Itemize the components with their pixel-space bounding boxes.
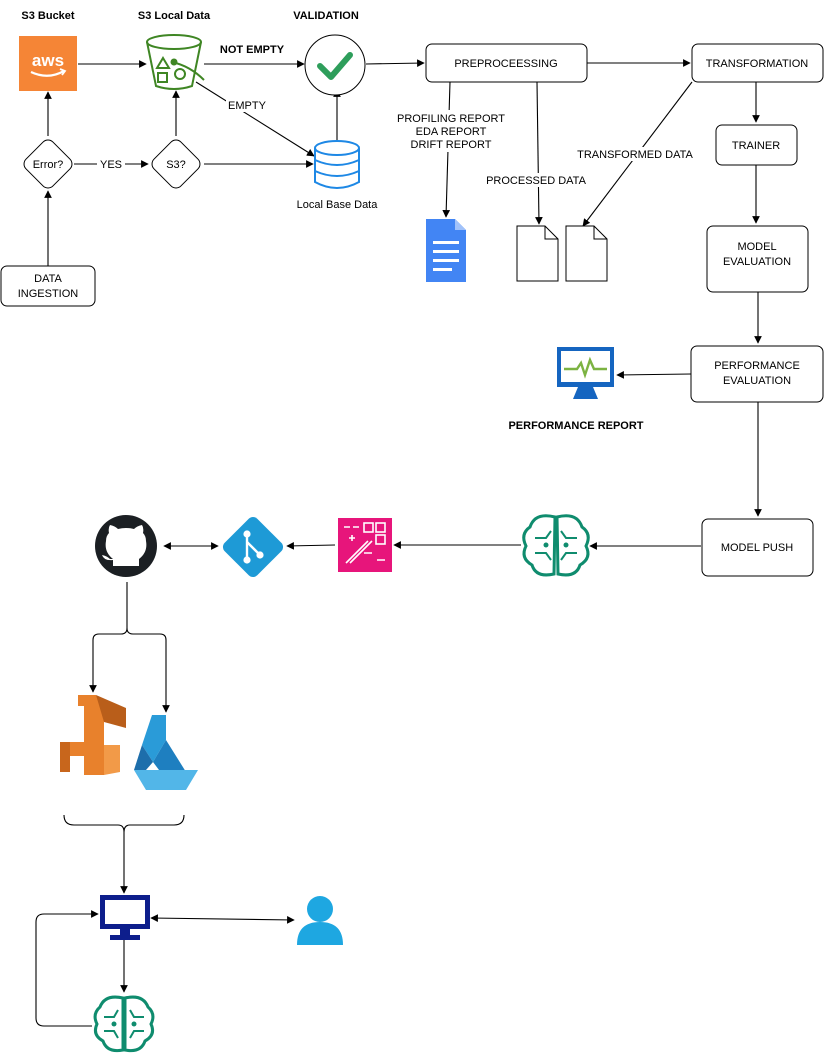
performance-monitor-icon[interactable]	[557, 347, 614, 399]
performance-report-label: PERFORMANCE REPORT	[508, 420, 643, 432]
brace-deploy-targets	[63, 814, 185, 833]
label-bg-reports	[395, 110, 505, 152]
aws-icon[interactable]: aws	[19, 36, 77, 91]
label-yes: YES	[100, 159, 122, 171]
node-model-push[interactable]: MODEL PUSH	[701, 518, 814, 577]
header-validation: VALIDATION	[293, 10, 359, 22]
edge-s3-empty-to-localdb	[195, 81, 315, 157]
edge-github-to-azureml	[126, 627, 170, 713]
node-data-ingestion[interactable]: DATA INGESTION	[0, 265, 96, 307]
node-trainer[interactable]: TRAINER	[715, 124, 798, 166]
label-processed-data: PROCESSED DATA	[486, 175, 586, 187]
label-bg-empty	[226, 98, 268, 112]
ml-brain-icon[interactable]	[522, 514, 590, 577]
data-ingestion-line-1: DATA	[34, 273, 62, 285]
node-preprocessing[interactable]: PREPROCEESSING	[425, 43, 588, 83]
processed-data-file-icon[interactable]	[516, 225, 559, 282]
transformed-data-file-icon[interactable]	[565, 225, 608, 282]
ml-brain-serving-icon[interactable]	[93, 995, 155, 1053]
magic-wand-icon[interactable]	[338, 518, 392, 572]
edge-ml-loop-to-pc	[35, 910, 99, 1027]
label-empty: EMPTY	[228, 100, 267, 112]
local-base-data-label: Local Base Data	[297, 199, 379, 211]
user-icon[interactable]	[297, 896, 343, 945]
aws-lambda-icon[interactable]	[60, 695, 126, 775]
azure-ml-icon[interactable]	[134, 715, 198, 790]
model-push-label: MODEL PUSH	[721, 542, 793, 554]
preprocessing-label: PREPROCEESSING	[454, 58, 557, 70]
node-model-evaluation[interactable]: MODEL EVALUATION	[706, 225, 809, 293]
s3-bucket-icon[interactable]	[146, 34, 205, 90]
edge-preprocessing-to-processed-data	[535, 81, 543, 225]
label-profiling-report: PROFILING REPORT	[397, 113, 505, 125]
edge-wizard-to-git	[286, 542, 336, 550]
report-document-icon[interactable]	[426, 219, 466, 282]
label-bg-processed	[484, 173, 588, 187]
label-eda-report: EDA REPORT	[416, 126, 487, 138]
node-transformation[interactable]: TRANSFORMATION	[691, 43, 824, 83]
header-s3-bucket: S3 Bucket	[21, 10, 75, 22]
local-database-icon[interactable]	[314, 140, 360, 189]
validation-check-icon[interactable]	[304, 34, 366, 96]
node-performance-evaluation[interactable]: PERFORMANCE EVALUATION	[690, 345, 824, 403]
git-icon[interactable]	[220, 514, 285, 579]
edge-validation-to-preprocessing	[365, 59, 425, 67]
data-ingestion-line-2: INGESTION	[18, 288, 79, 300]
edge-perf-eval-to-report	[616, 371, 692, 379]
label-drift-report: DRIFT REPORT	[411, 139, 492, 151]
transformation-label: TRANSFORMATION	[706, 58, 809, 70]
performance-evaluation-line-2: EVALUATION	[723, 375, 791, 387]
label-bg-yes	[97, 157, 125, 171]
edge-github-to-lambda	[89, 582, 128, 693]
label-not-empty: NOT EMPTY	[220, 44, 285, 56]
node-error-decision[interactable]: Error?	[21, 137, 75, 191]
performance-evaluation-line-1: PERFORMANCE	[714, 360, 800, 372]
edge-pc-user	[150, 914, 295, 924]
trainer-label: TRAINER	[732, 140, 780, 152]
computer-monitor-icon[interactable]	[100, 895, 150, 940]
github-icon[interactable]	[95, 515, 157, 577]
label-bg-transformed	[576, 147, 694, 161]
model-evaluation-line-2: EVALUATION	[723, 256, 791, 268]
label-transformed-data: TRANSFORMED DATA	[577, 149, 693, 161]
s3-decision-label: S3?	[166, 159, 186, 171]
header-s3-local-data: S3 Local Data	[138, 10, 211, 22]
aws-logo-text: aws	[32, 51, 64, 70]
node-s3-decision[interactable]: S3?	[149, 137, 203, 191]
model-evaluation-line-1: MODEL	[737, 241, 776, 253]
error-decision-label: Error?	[33, 159, 64, 171]
